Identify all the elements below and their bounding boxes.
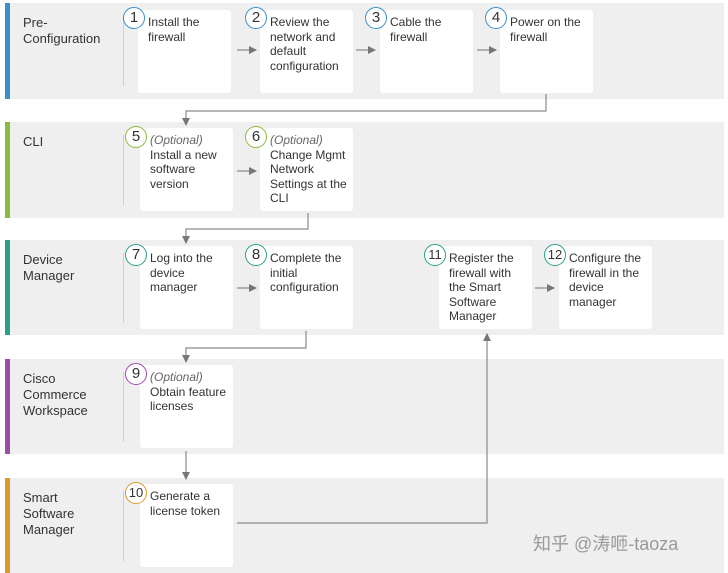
lane-divider xyxy=(123,253,124,323)
step-9-card[interactable]: (Optional) Obtain feature licenses xyxy=(140,365,233,448)
step-text: Generate a license token xyxy=(150,489,221,518)
step-text: Log into the device manager xyxy=(150,251,213,294)
step-text: Cable the firewall xyxy=(390,15,442,44)
lane-title: Pre- Configuration xyxy=(23,15,101,46)
watermark: 知乎 @涛咂-taoza xyxy=(533,530,678,556)
step-text: Register the firewall with the Smart Sof… xyxy=(449,251,514,323)
lane-cisco-commerce-workspace: Cisco Commerce Workspace xyxy=(5,359,724,454)
step-2-number: 2 xyxy=(245,7,267,29)
step-2-card[interactable]: Review the network and default configura… xyxy=(260,10,353,93)
step-text: Install a new software version xyxy=(150,147,217,191)
step-text: Obtain feature licenses xyxy=(150,384,227,414)
step-1-number: 1 xyxy=(123,7,145,29)
step-3-number: 3 xyxy=(365,7,387,29)
step-7-card[interactable]: Log into the device manager xyxy=(140,246,233,329)
step-4-card[interactable]: Power on the firewall xyxy=(500,10,593,93)
step-8-number: 8 xyxy=(245,244,267,266)
lane-title: Smart Software Manager xyxy=(23,490,75,537)
step-3-card[interactable]: Cable the firewall xyxy=(380,10,473,93)
step-text: Install the firewall xyxy=(148,15,200,44)
step-8-card[interactable]: Complete the initial configuration xyxy=(260,246,353,329)
step-text: Power on the firewall xyxy=(510,15,581,44)
lane-divider xyxy=(123,372,124,442)
step-optional: (Optional) xyxy=(150,133,203,147)
step-11-card[interactable]: Register the firewall with the Smart Sof… xyxy=(439,246,532,329)
step-7-number: 7 xyxy=(125,244,147,266)
step-optional: (Optional) xyxy=(150,370,203,384)
step-9-number: 9 xyxy=(125,363,147,385)
lane-divider xyxy=(123,16,124,86)
lane-title: Device Manager xyxy=(23,252,75,283)
watermark-site: 知乎 xyxy=(533,534,569,554)
lane-title: CLI xyxy=(23,134,44,149)
step-12-number: 12 xyxy=(544,244,566,266)
step-6-card[interactable]: (Optional) Change Mgmt Network Settings … xyxy=(260,128,353,211)
step-4-number: 4 xyxy=(485,7,507,29)
lane-smart-software-manager: Smart Software Manager xyxy=(5,478,724,573)
watermark-handle: @涛咂-taoza xyxy=(574,534,679,554)
step-5-card[interactable]: (Optional) Install a new software versio… xyxy=(140,128,233,211)
step-text: Complete the initial configuration xyxy=(270,251,342,294)
step-text: Review the network and default configura… xyxy=(270,15,339,73)
step-10-number: 10 xyxy=(125,482,147,504)
lane-divider xyxy=(123,491,124,561)
step-12-card[interactable]: Configure the firewall in the device man… xyxy=(559,246,652,329)
step-text: Configure the firewall in the device man… xyxy=(569,251,642,309)
lane-title: Cisco Commerce Workspace xyxy=(23,371,88,418)
step-text: Change Mgmt Network Settings at the CLI xyxy=(270,147,347,206)
step-10-card[interactable]: Generate a license token xyxy=(140,484,233,567)
lane-cli: CLI xyxy=(5,122,724,218)
step-optional: (Optional) xyxy=(270,133,323,147)
step-11-number: 11 xyxy=(424,244,446,266)
step-1-card[interactable]: Install the firewall xyxy=(138,10,231,93)
step-5-number: 5 xyxy=(125,126,147,148)
lane-divider xyxy=(123,135,124,205)
arrow-8-9 xyxy=(182,331,307,363)
step-6-number: 6 xyxy=(245,126,267,148)
